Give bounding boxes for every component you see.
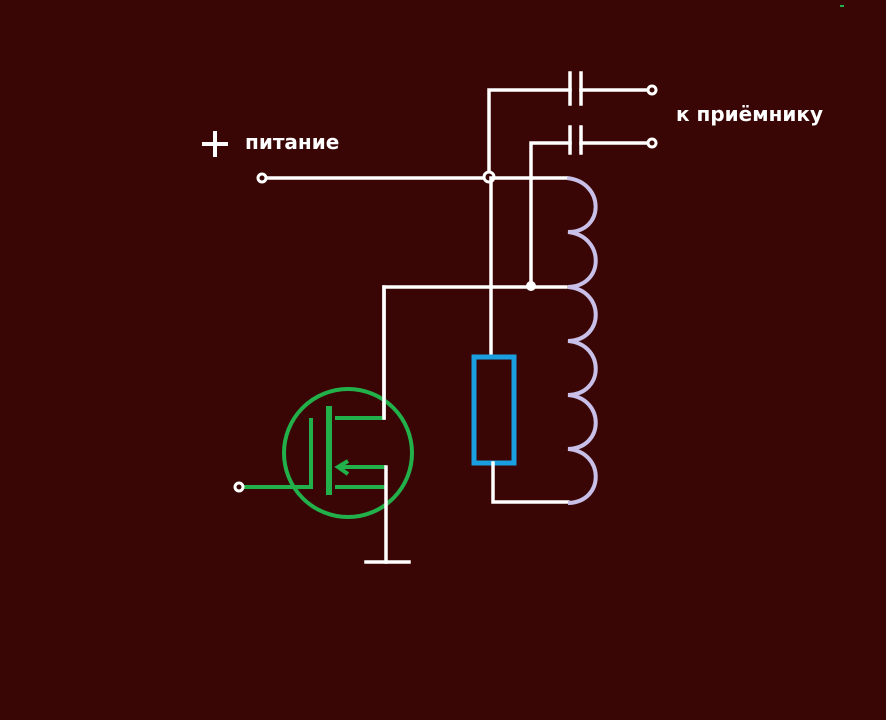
gate-terminal	[233, 481, 245, 493]
resistor-bottom-wire	[491, 461, 570, 504]
mosfet-transistor	[243, 387, 414, 519]
receiver-terminal-2	[646, 137, 658, 149]
cap2-wire-left	[529, 141, 572, 287]
speck	[840, 5, 844, 7]
arrow-icon	[334, 459, 350, 476]
tap-junction	[526, 281, 536, 291]
resistor	[471, 354, 517, 466]
power-terminal	[256, 172, 268, 184]
plus-icon	[202, 131, 228, 157]
receiver-label: к приёмнику	[676, 102, 824, 126]
gate-lead	[243, 418, 313, 489]
power-label: питание	[245, 130, 340, 154]
inductor-coil	[566, 176, 598, 505]
receiver-terminal-1	[646, 84, 658, 96]
mosfet-circle	[282, 387, 414, 519]
cap1-wire-left	[487, 88, 572, 180]
